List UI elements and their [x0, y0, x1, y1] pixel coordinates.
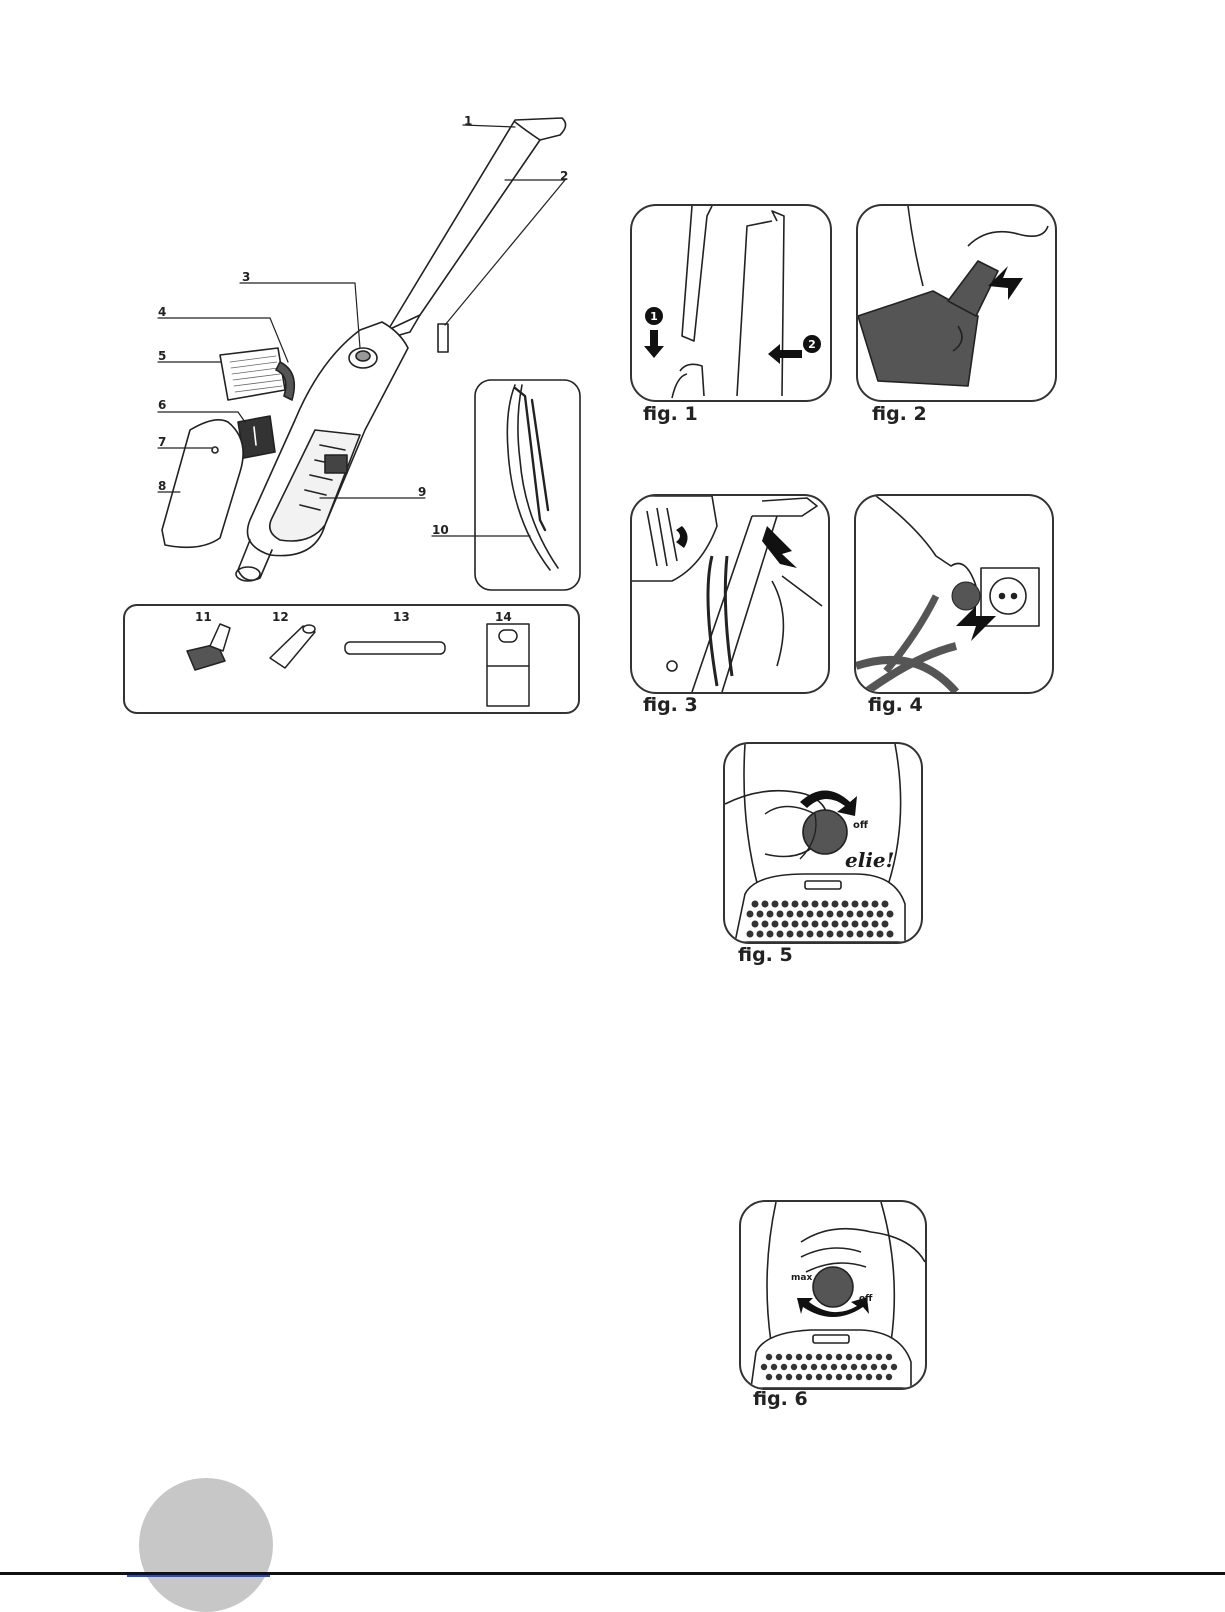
figure-6-panel: max off [739, 1200, 927, 1390]
footer-link-underline [127, 1575, 270, 1577]
part-label-5: 5 [158, 349, 166, 363]
part-label-10: 10 [432, 523, 449, 537]
part-label-1: 1 [464, 114, 472, 128]
figure-5-dial-mark: off [853, 820, 868, 831]
svg-text:1: 1 [650, 310, 658, 323]
figure-4-caption: fig. 4 [868, 694, 923, 716]
figure-3-caption: fig. 3 [643, 694, 698, 716]
part-label-6: 6 [158, 398, 166, 412]
figure-6-caption: fig. 6 [753, 1388, 808, 1410]
accessory-label-13: 13 [393, 610, 410, 624]
figure-3-illustration [632, 496, 828, 692]
figure-6-dial-mark-max: max [791, 1273, 812, 1283]
svg-text:2: 2 [808, 338, 816, 351]
figure-1-panel: 1 2 [630, 204, 832, 402]
vacuum-exploded-illustration [120, 100, 590, 620]
figure-5-caption: fig. 5 [738, 944, 793, 966]
figure-3-panel [630, 494, 830, 694]
figure-5-illustration [725, 744, 921, 942]
accessory-label-12: 12 [272, 610, 289, 624]
page-number-marker [139, 1478, 273, 1612]
part-label-9: 9 [418, 485, 426, 499]
figure-2-illustration [858, 206, 1055, 400]
accessories-tray: 11 12 13 14 [123, 604, 580, 714]
part-label-3: 3 [242, 270, 250, 284]
figure-5-brand-logo: elie! [845, 848, 894, 872]
figure-5-panel: off elie! [723, 742, 923, 944]
figure-2-caption: fig. 2 [872, 403, 927, 425]
figure-6-illustration [741, 1202, 925, 1388]
figure-1-caption: fig. 1 [643, 403, 698, 425]
figure-6-dial-mark-off: off [859, 1294, 872, 1304]
part-label-4: 4 [158, 305, 166, 319]
figure-4-illustration [856, 496, 1052, 692]
parts-diagram: 1 2 3 4 5 6 7 8 9 10 [120, 100, 590, 620]
figure-2-panel [856, 204, 1057, 402]
accessory-label-11: 11 [195, 610, 212, 624]
part-label-8: 8 [158, 479, 166, 493]
figure-1-illustration: 1 2 [632, 206, 830, 400]
figure-4-panel [854, 494, 1054, 694]
part-label-7: 7 [158, 435, 166, 449]
accessory-label-14: 14 [495, 610, 512, 624]
part-label-2: 2 [560, 169, 568, 183]
